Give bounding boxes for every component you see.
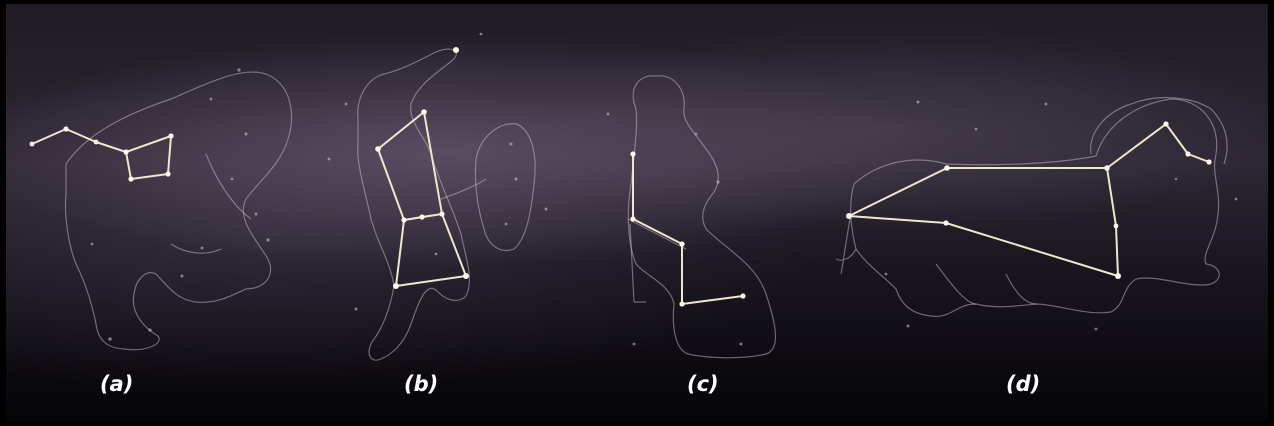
constellation-artwork — [6, 4, 1268, 422]
great-bear-constellation — [30, 68, 292, 349]
great-bear-outline — [65, 72, 291, 350]
cassiopeia-constellation — [607, 76, 776, 358]
orion-lines — [378, 112, 466, 286]
panel-label-c: (c) — [687, 372, 719, 396]
leo-lines — [849, 124, 1209, 276]
leo-outline — [851, 99, 1220, 316]
orion-outline — [358, 49, 470, 360]
big-dipper-lines — [32, 129, 171, 179]
panel-label-d: (d) — [1006, 372, 1040, 396]
orion-constellation — [328, 33, 548, 361]
leo-mane-outline — [1091, 98, 1227, 164]
leo-constellation — [836, 98, 1237, 331]
panel-label-b: (b) — [404, 372, 438, 396]
cassiopeia-outline — [628, 76, 775, 358]
cassiopeia-lines — [633, 154, 743, 304]
orion-shield-outline — [475, 124, 535, 251]
panel-label-a: (a) — [100, 372, 133, 396]
night-sky-background: (a) (b) (c) (d) — [6, 4, 1268, 422]
